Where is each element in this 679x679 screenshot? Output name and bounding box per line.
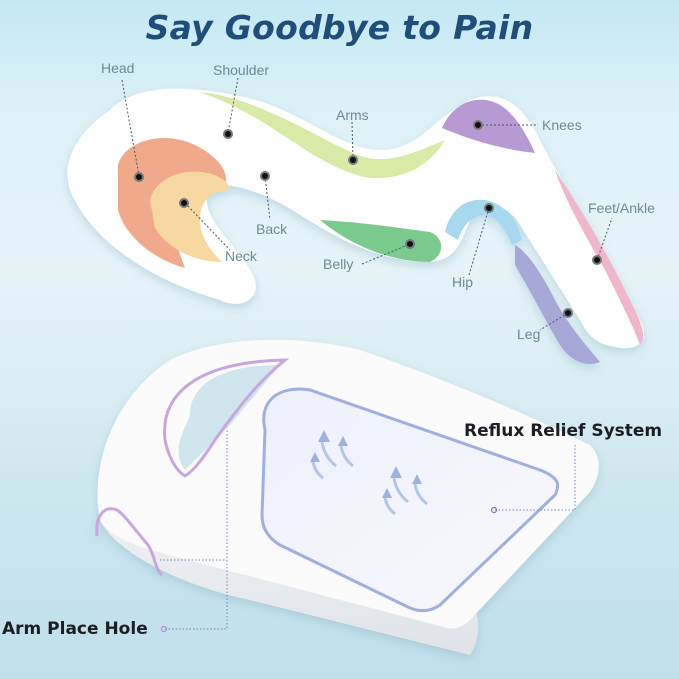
body-pillow-diagram — [67, 88, 644, 365]
label-shoulder: Shoulder — [213, 62, 270, 78]
page-title: Say Goodbye to Pain — [145, 8, 534, 47]
label-belly: Belly — [323, 256, 354, 272]
label-feet-ankle: Feet/Ankle — [588, 200, 655, 216]
label-head: Head — [101, 60, 135, 76]
label-hip: Hip — [452, 274, 474, 290]
feature-arm-place-hole: Arm Place Hole — [2, 619, 148, 639]
label-arms: Arms — [336, 107, 369, 123]
wedge-pillow — [95, 339, 599, 655]
feature-callouts — [160, 430, 576, 630]
label-neck: Neck — [225, 248, 257, 264]
feature-reflux-relief: Reflux Relief System — [464, 421, 663, 441]
zone-markers — [134, 120, 602, 318]
label-knees: Knees — [542, 117, 582, 133]
label-back: Back — [256, 221, 288, 237]
airflow-arrows-icon — [310, 430, 428, 516]
label-leg: Leg — [517, 326, 541, 342]
leader-lines — [121, 77, 613, 331]
